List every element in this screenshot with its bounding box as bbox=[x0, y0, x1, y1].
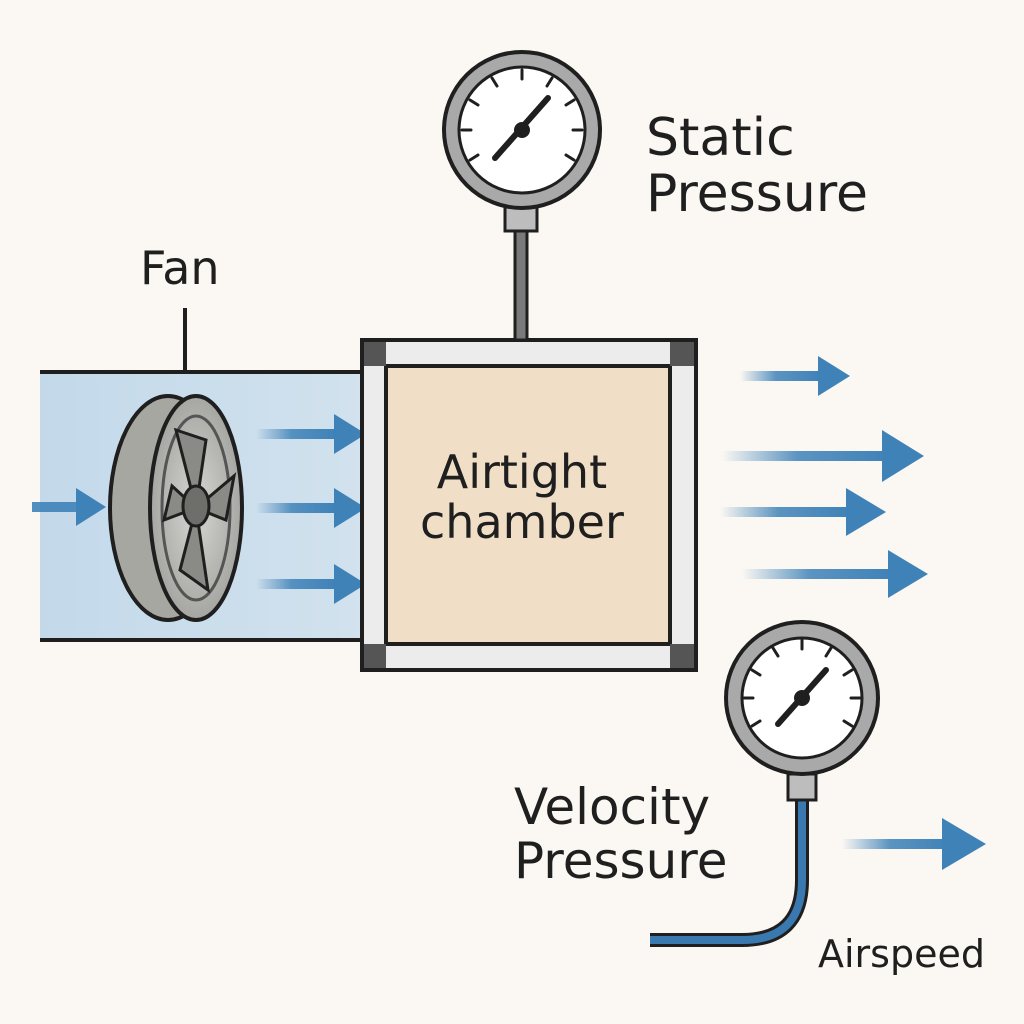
outlet-arrow-icon bbox=[740, 356, 850, 396]
chamber-label-line1: Airtight bbox=[436, 445, 608, 499]
outlet-arrow-icon bbox=[720, 488, 886, 536]
pitot-tube bbox=[650, 800, 809, 947]
airspeed-arrow-icon bbox=[842, 818, 986, 870]
inlet-arrow-icon bbox=[32, 488, 106, 526]
static-pressure-label-line1: Static bbox=[646, 108, 795, 168]
velocity-pressure-gauge-icon bbox=[724, 620, 880, 776]
static-pressure-label-line2: Pressure bbox=[646, 164, 869, 225]
velocity-pressure-label-line2: Pressure bbox=[514, 832, 728, 890]
airspeed-label: Airspeed bbox=[818, 932, 985, 976]
outlet-arrow-icon bbox=[722, 430, 924, 482]
outlet-arrow-icon bbox=[742, 550, 928, 598]
static-gauge-stem bbox=[503, 203, 539, 342]
static-pressure-gauge-icon bbox=[442, 50, 602, 210]
velocity-pressure-label: Velocity Pressure bbox=[514, 780, 728, 888]
chamber-label-line2: chamber bbox=[420, 494, 624, 549]
static-pressure-label: Static Pressure bbox=[646, 110, 868, 222]
chamber-label: Airtight chamber bbox=[420, 445, 624, 549]
airtight-chamber bbox=[360, 338, 698, 672]
fan-label: Fan bbox=[140, 241, 220, 295]
fan-icon bbox=[108, 394, 244, 622]
velocity-gauge-stem bbox=[786, 772, 818, 802]
velocity-pressure-label-line1: Velocity bbox=[514, 778, 711, 836]
